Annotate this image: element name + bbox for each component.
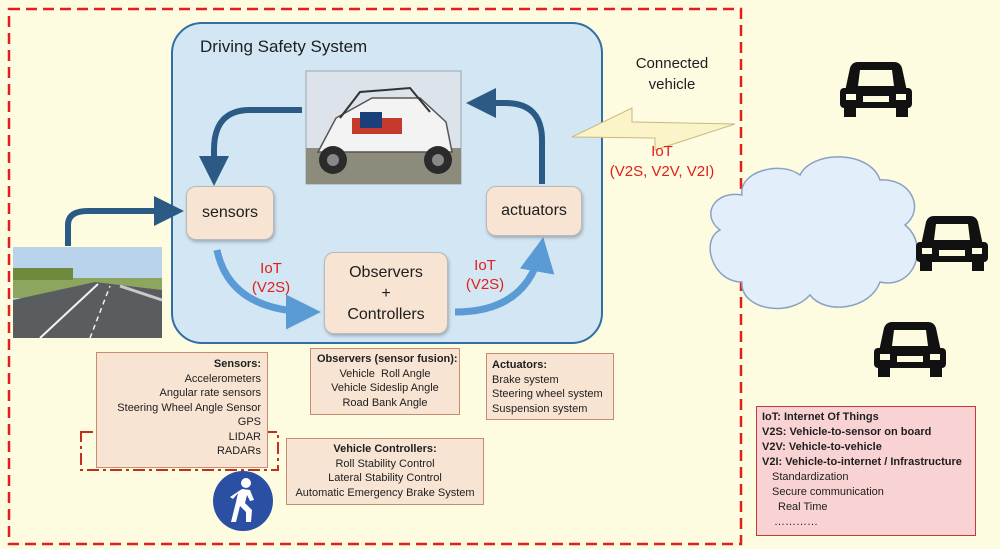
- actuators-node-label: actuators: [501, 202, 567, 219]
- controllers-item: Roll Stability Control: [335, 457, 435, 470]
- observers-label: Observers: [349, 263, 423, 281]
- observers-box-title: Observers (sensor fusion):: [317, 353, 458, 365]
- sensors-item: Accelerometers: [184, 372, 261, 385]
- legend-line: V2I: Vehicle-to-internet / Infrastructur…: [762, 456, 962, 468]
- controllers-item: Automatic Emergency Brake System: [295, 486, 475, 499]
- actuators-info-box: Actuators: Brake system Steering wheel s…: [486, 353, 614, 420]
- observers-controllers-node: Observers + Controllers: [324, 252, 448, 334]
- sensors-info-box: Sensors: Accelerometers Angular rate sen…: [96, 352, 268, 468]
- iot-right-line2: (V2S): [465, 276, 505, 293]
- iot-external-line2: (V2S, V2V, V2I): [609, 163, 715, 180]
- system-title: Driving Safety System: [200, 37, 368, 56]
- car-icon: [840, 62, 912, 117]
- iot-left-line2: (V2S): [251, 279, 291, 296]
- sensors-node: sensors: [186, 186, 274, 240]
- iot-legend-box: IoT: Internet Of Things V2S: Vehicle-to-…: [756, 406, 976, 536]
- sensors-node-label: sensors: [201, 204, 259, 221]
- arrow-actuators-to-photo: [466, 88, 545, 184]
- pedestrian-icon: [213, 471, 273, 531]
- actuators-item: Steering wheel system: [492, 388, 603, 400]
- wireless-link-icon: [571, 107, 736, 151]
- iot-external-line1: IoT: [651, 143, 673, 160]
- controllers-box-title: Vehicle Controllers:: [333, 443, 437, 455]
- sensors-item: GPS: [237, 416, 261, 428]
- actuators-node: actuators: [486, 186, 582, 236]
- iot-label-left: IoT (V2S): [248, 259, 294, 297]
- actuators-box-title: Actuators:: [492, 359, 548, 371]
- sensors-item: Angular rate sensors: [159, 387, 262, 399]
- observers-item: Road Bank Angle: [342, 396, 428, 409]
- legend-line: Real Time: [778, 501, 828, 513]
- observers-item: Vehicle Roll Angle: [339, 367, 431, 380]
- iot-label-external: IoT (V2S, V2V, V2I): [602, 142, 722, 182]
- observers-item: Vehicle Sideslip Angle: [331, 382, 439, 394]
- legend-line: IoT: Internet Of Things: [762, 411, 879, 423]
- controllers-label: Controllers: [347, 305, 425, 323]
- buggy-photo: [305, 70, 462, 185]
- connected-vehicle-label: Connected vehicle: [620, 53, 724, 95]
- actuators-item: Brake system: [492, 373, 559, 386]
- controllers-info-box: Vehicle Controllers: Roll Stability Cont…: [286, 438, 484, 505]
- arrow-road-to-sensors: [65, 196, 184, 246]
- legend-line: V2V: Vehicle-to-vehicle: [762, 441, 882, 453]
- controllers-item: Lateral Stability Control: [328, 472, 442, 484]
- legend-line: V2S: Vehicle-to-sensor on board: [762, 426, 932, 438]
- arrow-sensors-to-observers: [213, 249, 321, 330]
- cloud-icon: [709, 156, 919, 310]
- sensors-item: RADARs: [216, 445, 261, 457]
- sensors-item: Steering Wheel Angle Sensor: [117, 401, 261, 414]
- car-icon: [916, 216, 988, 271]
- plus-label: +: [381, 284, 391, 302]
- sensors-box-title: Sensors:: [213, 358, 261, 370]
- arrow-photo-to-sensors: [199, 107, 302, 186]
- arrow-observers-to-actuators: [454, 237, 555, 316]
- connected-line1: Connected: [635, 55, 709, 72]
- car-icon: [874, 322, 946, 377]
- observers-info-box: Observers (sensor fusion): Vehicle Roll …: [310, 348, 460, 415]
- actuators-item: Suspension system: [492, 402, 588, 415]
- sensors-item: LIDAR: [228, 430, 261, 443]
- legend-line: Secure communication: [772, 486, 884, 498]
- road-photo: [13, 247, 163, 339]
- iot-label-right: IoT (V2S): [462, 256, 508, 294]
- iot-right-line1: IoT: [474, 257, 496, 274]
- connected-line2: vehicle: [648, 76, 696, 93]
- legend-line: Standardization: [772, 471, 849, 483]
- legend-line: …………: [774, 516, 818, 528]
- iot-left-line1: IoT: [260, 260, 282, 277]
- outer-dashed-border: [7, 7, 743, 546]
